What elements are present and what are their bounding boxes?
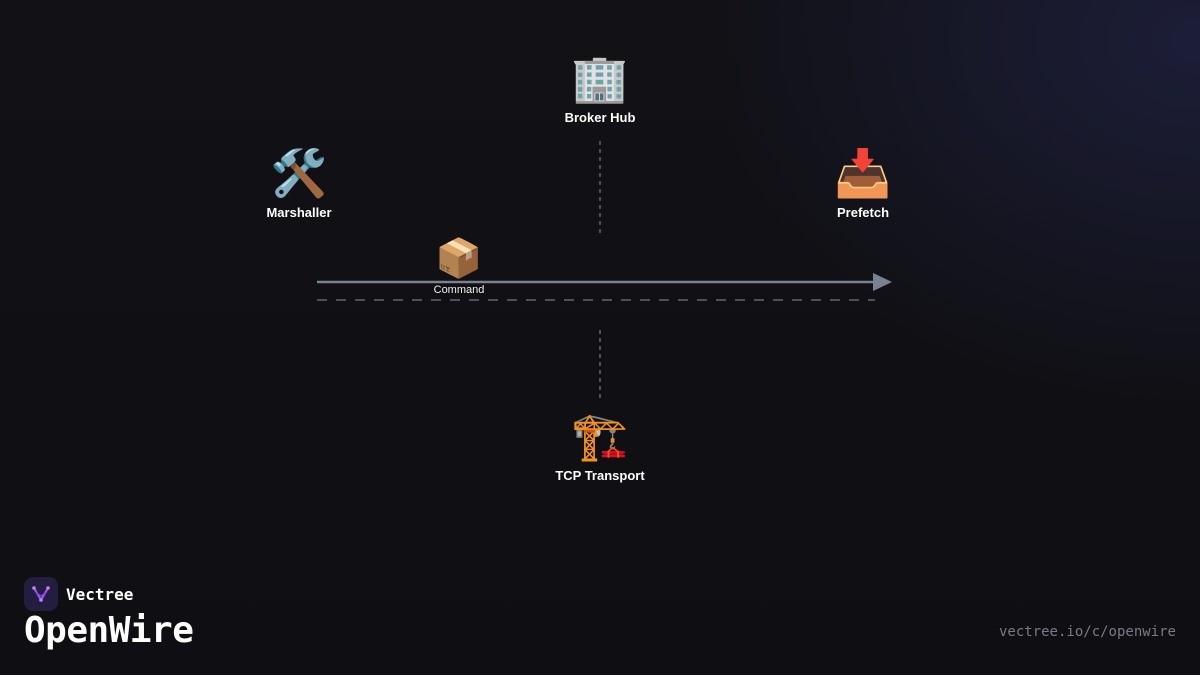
brand: Vectree	[24, 577, 133, 611]
package-icon: 📦	[435, 238, 483, 280]
construction-crane-icon: 🏗️	[571, 410, 629, 462]
broker-hub-node: 🏢 Broker Hub	[565, 52, 636, 125]
inbox-tray-icon: 📥	[834, 147, 892, 199]
vectree-logo-icon	[24, 577, 58, 611]
office-building-icon: 🏢	[571, 52, 629, 104]
prefetch-label: Prefetch	[836, 205, 890, 220]
footer-url: vectree.io/c/openwire	[998, 624, 1176, 640]
brand-name: Vectree	[66, 584, 134, 604]
page-title: OpenWire	[24, 610, 194, 651]
marshaller-label: Marshaller	[266, 205, 332, 220]
tools-icon: 🛠️	[270, 147, 328, 199]
broker-hub-label: Broker Hub	[564, 110, 636, 125]
marshaller-node: 🛠️ Marshaller	[266, 147, 331, 220]
flow-arrowhead	[873, 273, 892, 291]
tcp-transport-node: 🏗️ TCP Transport	[555, 410, 644, 483]
command-packet: 📦 Command	[434, 238, 485, 296]
tcp-transport-label: TCP Transport	[555, 468, 645, 483]
command-label: Command	[433, 284, 485, 296]
prefetch-node: 📥 Prefetch	[834, 147, 891, 220]
